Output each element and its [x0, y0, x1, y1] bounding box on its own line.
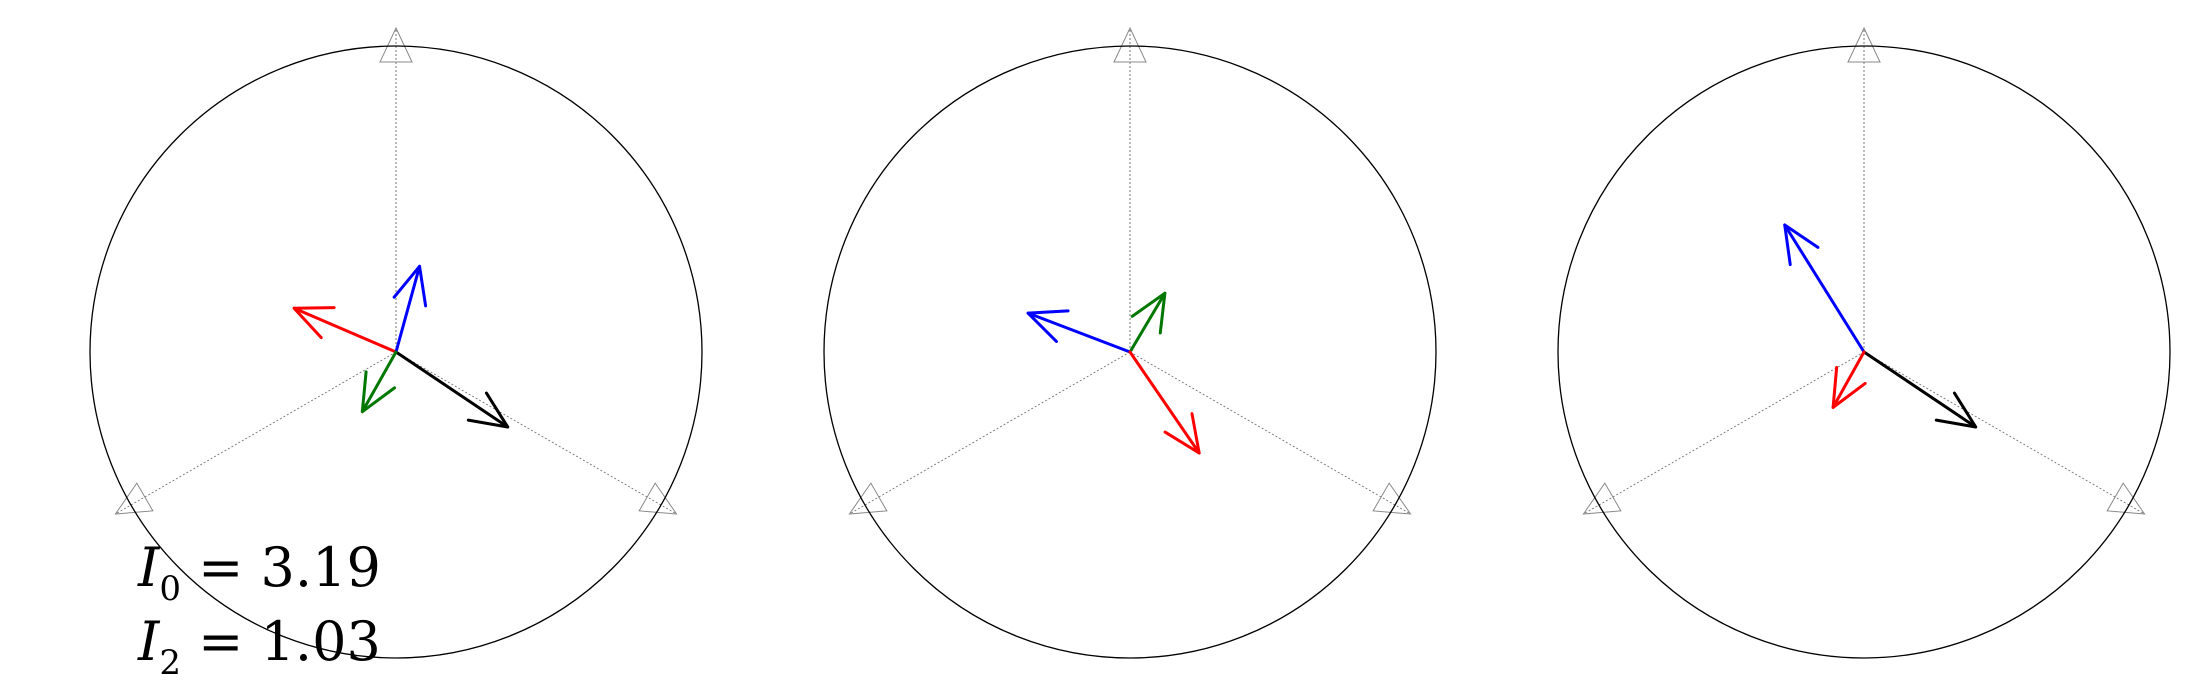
green-phasor [1128, 291, 1167, 354]
unit-circle [1557, 45, 2171, 659]
unit-circle [89, 45, 703, 659]
i0-subscript: 0 [159, 569, 181, 609]
axis-c-marker [114, 482, 154, 515]
axis-c-line [116, 351, 397, 514]
panels-layer [89, 26, 2171, 659]
axis-b-line [395, 351, 676, 514]
axis-a-marker [379, 26, 413, 63]
green-phasor [360, 350, 398, 414]
red-phasor [292, 306, 398, 354]
black-phasor [394, 350, 510, 429]
svg-text:I0 = 3.19: I0 = 3.19 [137, 536, 381, 609]
red-phasor [1831, 350, 1867, 409]
axis-c-line [850, 351, 1131, 514]
axis-c-line [1584, 351, 1865, 514]
i0-value: = 3.19 [181, 536, 381, 599]
panel-3 [1557, 26, 2171, 659]
axis-c-marker [848, 482, 888, 515]
i2-symbol: I [137, 610, 161, 673]
panel-2 [823, 26, 1437, 659]
i0-symbol: I [137, 536, 161, 599]
i2-subscript: 2 [159, 643, 181, 683]
axis-a-marker [1113, 26, 1147, 63]
axis-c-marker [1582, 482, 1622, 515]
annotation-i2: I2 = 1.03 [137, 610, 381, 683]
axis-b-line [1129, 351, 1410, 514]
unit-circle [823, 45, 1437, 659]
axis-b-marker [1372, 482, 1412, 515]
black-phasor [1862, 350, 1978, 429]
axis-b-line [1863, 351, 2144, 514]
axis-b-marker [2106, 482, 2146, 515]
red-phasor [1128, 350, 1201, 455]
axis-b-marker [638, 482, 678, 515]
panel-1 [89, 26, 703, 659]
blue-phasor [1783, 223, 1866, 354]
annotation-i0: I0 = 3.19 [137, 536, 381, 609]
blue-phasor [1026, 309, 1132, 354]
axis-a-marker [1847, 26, 1881, 63]
blue-phasor [392, 264, 428, 354]
svg-text:I2 = 1.03: I2 = 1.03 [137, 610, 381, 683]
i2-value: = 1.03 [181, 610, 381, 673]
